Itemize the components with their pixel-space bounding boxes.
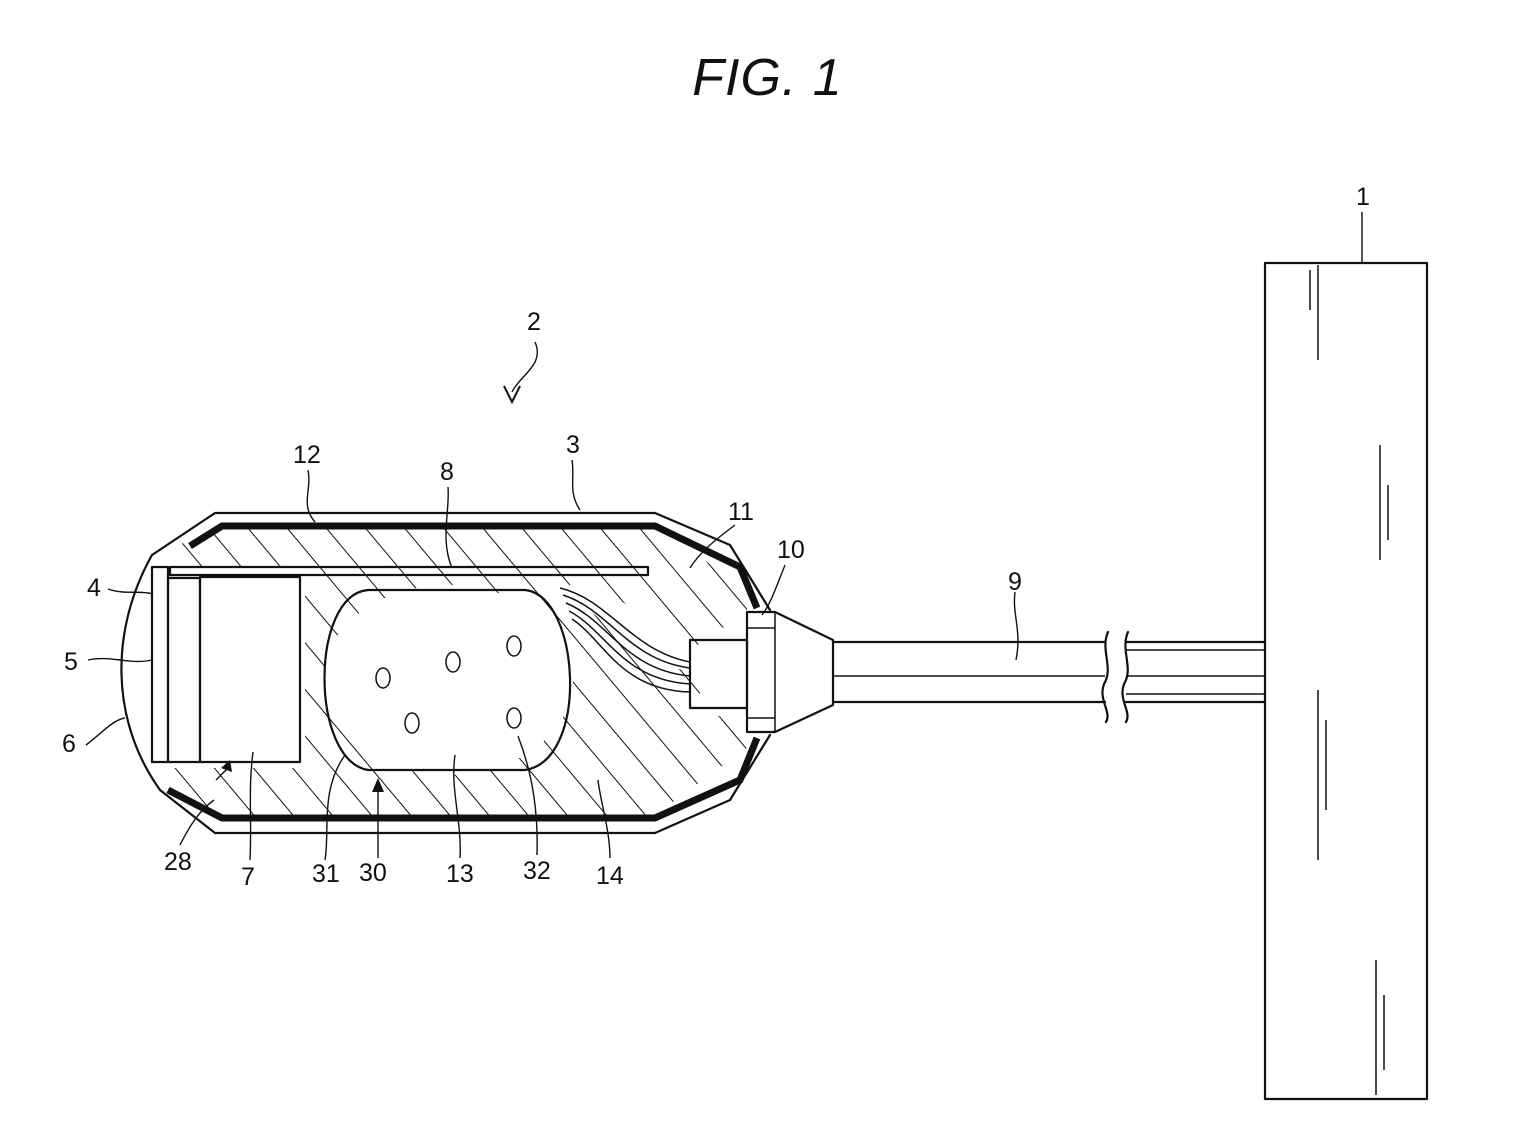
label-14: 14 — [596, 862, 624, 890]
label-8: 8 — [440, 458, 454, 486]
label-4: 4 — [87, 574, 101, 602]
cable-bush — [747, 612, 833, 732]
cable — [833, 632, 1265, 722]
label-28: 28 — [164, 848, 192, 876]
label-6: 6 — [62, 730, 76, 758]
label-5: 5 — [64, 648, 78, 676]
label-13: 13 — [446, 860, 474, 888]
label-7: 7 — [241, 863, 255, 891]
arrow-2 — [504, 342, 537, 402]
main-unit — [1265, 263, 1427, 1099]
label-10: 10 — [777, 536, 805, 564]
label-11: 11 — [728, 498, 754, 526]
label-32: 32 — [523, 857, 551, 885]
label-2: 2 — [527, 308, 541, 336]
potting — [155, 528, 750, 818]
label-1: 1 — [1356, 183, 1370, 211]
label-30: 30 — [359, 859, 387, 887]
label-31: 31 — [312, 860, 340, 888]
label-9: 9 — [1008, 568, 1022, 596]
label-3: 3 — [566, 431, 580, 459]
label-12: 12 — [293, 441, 321, 469]
